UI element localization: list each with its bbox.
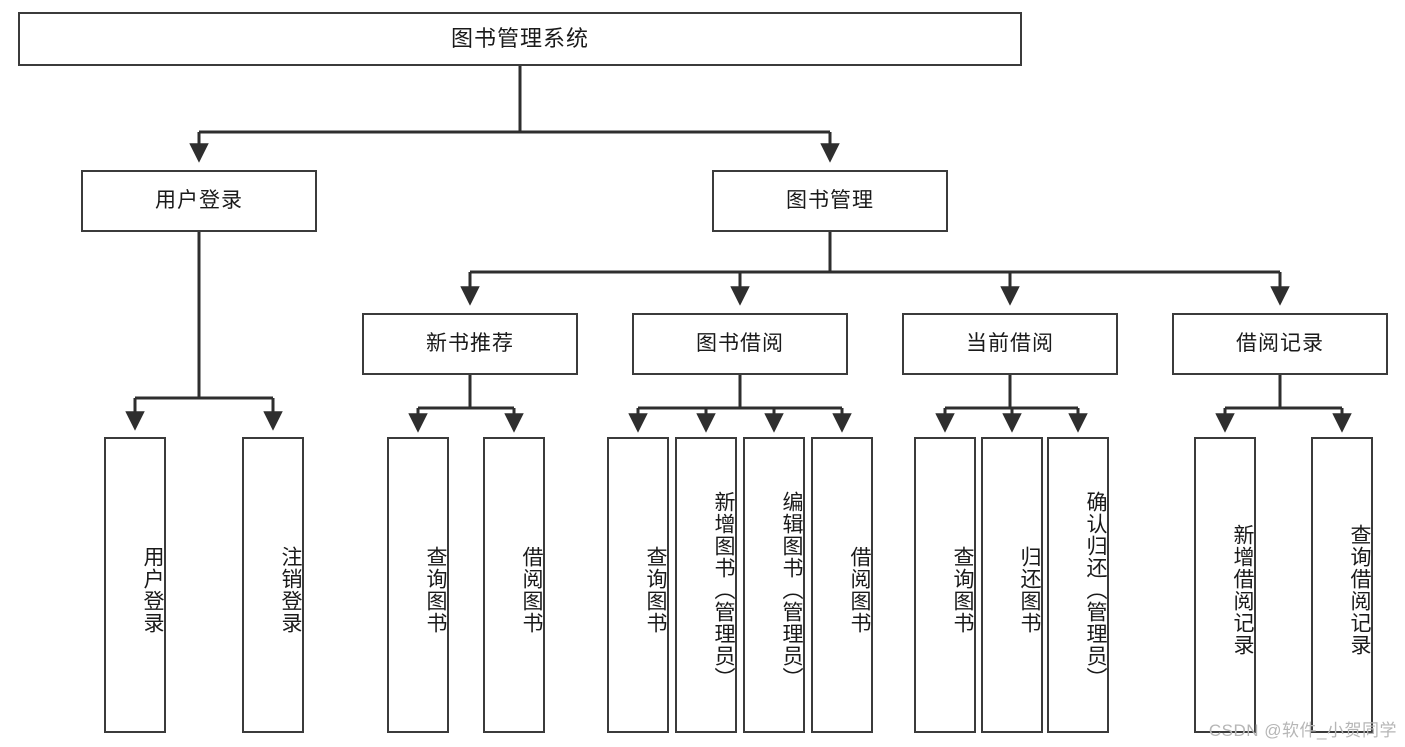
node-user-login[interactable]: 用户登录 bbox=[81, 170, 317, 232]
leaf-query-book-borrow[interactable]: 查询图书 bbox=[607, 437, 669, 733]
leaf-query-book-recommend[interactable]: 查询图书 bbox=[387, 437, 449, 733]
leaf-user-login[interactable]: 用户登录 bbox=[104, 437, 166, 733]
leaf-logout-login[interactable]: 注销登录 bbox=[242, 437, 304, 733]
leaf-query-book-current[interactable]: 查询图书 bbox=[914, 437, 976, 733]
node-book-management[interactable]: 图书管理 bbox=[712, 170, 948, 232]
leaf-borrow-book[interactable]: 借阅图书 bbox=[811, 437, 873, 733]
node-current-borrow[interactable]: 当前借阅 bbox=[902, 313, 1118, 375]
node-root-book-management-system[interactable]: 图书管理系统 bbox=[18, 12, 1022, 66]
leaf-query-borrow-record[interactable]: 查询借阅记录 bbox=[1311, 437, 1373, 733]
leaf-add-book-admin[interactable]: 新增图书（管理员） bbox=[675, 437, 737, 733]
leaf-add-borrow-record[interactable]: 新增借阅记录 bbox=[1194, 437, 1256, 733]
node-new-book-recommend[interactable]: 新书推荐 bbox=[362, 313, 578, 375]
leaf-edit-book-admin[interactable]: 编辑图书（管理员） bbox=[743, 437, 805, 733]
csdn-watermark: CSDN @软件_小贺同学 bbox=[1208, 721, 1397, 740]
leaf-return-book[interactable]: 归还图书 bbox=[981, 437, 1043, 733]
node-borrow-record[interactable]: 借阅记录 bbox=[1172, 313, 1388, 375]
leaf-borrow-book-recommend[interactable]: 借阅图书 bbox=[483, 437, 545, 733]
node-book-borrow[interactable]: 图书借阅 bbox=[632, 313, 848, 375]
leaf-confirm-return-admin[interactable]: 确认归还（管理员） bbox=[1047, 437, 1109, 733]
